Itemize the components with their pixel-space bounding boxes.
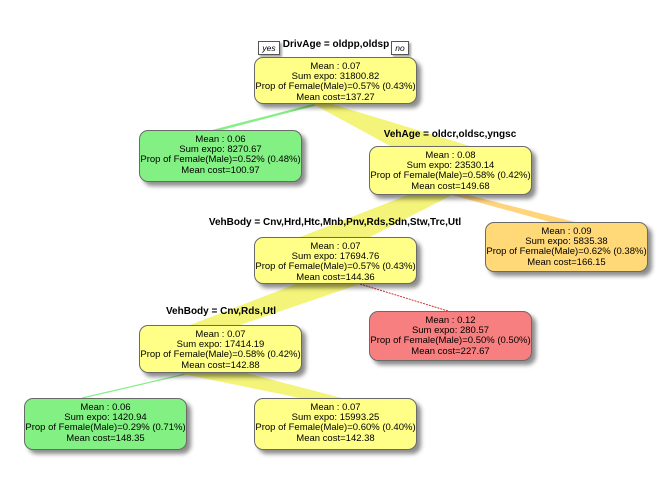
node-line: Mean : 0.06: [80, 402, 131, 413]
edge-left3-to-leaf-green: [81, 372, 191, 399]
node-left1[interactable]: Mean : 0.06 Sum expo: 8270.67 Prop of Fe…: [139, 130, 302, 182]
node-line: Sum expo: 1420.94: [64, 412, 147, 424]
node-line: Mean cost=100.97: [181, 164, 260, 176]
node-line: Mean : 0.09: [541, 226, 592, 237]
node-line: Prop of Female(Male)=0.60% (0.40%): [255, 422, 416, 434]
node-line: Mean cost=149.68: [411, 180, 490, 192]
node-line: Mean cost=227.67: [411, 345, 490, 357]
node-line: Sum expo: 23530.14: [406, 160, 495, 172]
node-line: Sum expo: 5835.38: [525, 236, 608, 248]
node-line: Mean cost=148.35: [66, 432, 145, 444]
node-line: Mean cost=144.36: [296, 271, 375, 283]
node-orange[interactable]: Mean : 0.09 Sum expo: 5835.38 Prop of Fe…: [485, 222, 648, 272]
node-line: Sum expo: 8270.67: [179, 144, 262, 156]
node-line: Prop of Female(Male)=0.62% (0.38%): [486, 246, 647, 258]
node-line: Mean : 0.08: [425, 150, 476, 161]
node-line: Prop of Female(Male)=0.58% (0.42%): [140, 349, 301, 361]
edge-left3-to-leaf-yellow: [178, 373, 342, 398]
node-line: Mean cost=142.38: [296, 432, 375, 444]
edge-root-to-left1: [212, 104, 322, 130]
edge-mid2-to-left3: [190, 284, 360, 325]
node-line: Sum expo: 31800.82: [291, 71, 380, 83]
no-tag: no: [391, 41, 409, 55]
node-line: Sum expo: 17694.76: [291, 251, 380, 263]
node-leaf-green[interactable]: Mean : 0.06 Sum expo: 1420.94 Prop of Fe…: [24, 398, 187, 450]
edge-right1-to-orange: [452, 195, 575, 222]
node-line: Mean : 0.12: [425, 315, 476, 326]
node-line: Sum expo: 15993.25: [291, 412, 380, 424]
edge-root-to-right1: [313, 104, 470, 146]
node-line: Prop of Female(Male)=0.29% (0.71%): [25, 422, 186, 434]
node-line: Mean : 0.07: [310, 61, 361, 72]
node-line: Mean cost=166.15: [527, 256, 606, 268]
node-line: Prop of Female(Male)=0.50% (0.50%): [370, 335, 531, 347]
right1-split-label: VehAge = oldcr,oldsc,yngsc: [383, 129, 517, 140]
node-line: Prop of Female(Male)=0.58% (0.42%): [370, 170, 531, 182]
node-right1[interactable]: Mean : 0.08 Sum expo: 23530.14 Prop of F…: [369, 146, 532, 195]
node-line: Mean cost=142.88: [181, 359, 260, 371]
node-line: Prop of Female(Male)=0.57% (0.43%): [255, 81, 416, 93]
root-split-label: DrivAge = oldpp,oldsp: [282, 39, 390, 50]
node-line: Sum expo: 280.57: [411, 325, 490, 337]
node-line: Mean : 0.07: [310, 241, 361, 252]
node-line: Mean cost=137.27: [296, 91, 375, 103]
node-line: Prop of Female(Male)=0.52% (0.48%): [140, 154, 301, 166]
node-red[interactable]: Mean : 0.12 Sum expo: 280.57 Prop of Fem…: [369, 311, 532, 361]
node-leaf-yellow[interactable]: Mean : 0.07 Sum expo: 15993.25 Prop of F…: [254, 398, 417, 450]
node-line: Sum expo: 17414.19: [176, 339, 265, 351]
edge-right1-to-mid2: [300, 195, 452, 237]
node-line: Mean : 0.07: [310, 402, 361, 413]
edge-mid2-to-red: [359, 283, 449, 312]
mid2-split-label: VehBody = Cnv,Hrd,Htc,Mnb,Pnv,Rds,Sdn,St…: [208, 217, 462, 228]
node-mid2[interactable]: Mean : 0.07 Sum expo: 17694.76 Prop of F…: [254, 237, 417, 284]
node-line: Mean : 0.07: [195, 329, 246, 340]
node-left3[interactable]: Mean : 0.07 Sum expo: 17414.19 Prop of F…: [139, 325, 302, 373]
left3-split-label: VehBody = Cnv,Rds,Utl: [165, 306, 277, 317]
yes-tag: yes: [258, 41, 280, 55]
node-line: Mean : 0.06: [195, 134, 246, 145]
node-root[interactable]: Mean : 0.07 Sum expo: 31800.82 Prop of F…: [254, 57, 417, 104]
node-line: Prop of Female(Male)=0.57% (0.43%): [255, 261, 416, 273]
